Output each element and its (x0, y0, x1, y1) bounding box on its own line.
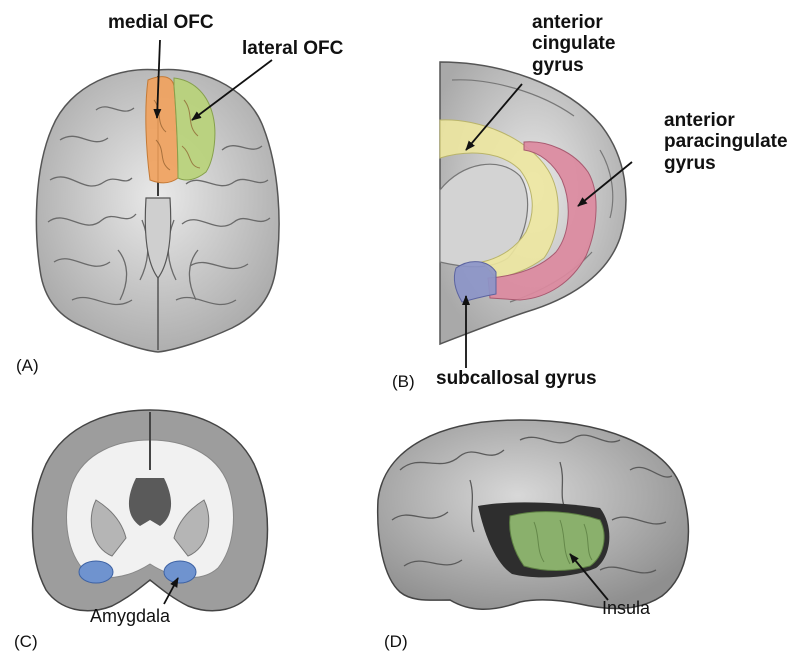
lateral-ofc-label: lateral OFC (242, 38, 343, 59)
ventricles (129, 478, 171, 526)
anterior-paracingulate-label: anterior paracingulate gyrus (664, 110, 788, 174)
subcallosal-label: subcallosal gyrus (436, 368, 597, 389)
panel-c-tag: (C) (14, 632, 38, 651)
medial-ofc-label: medial OFC (108, 12, 214, 33)
panel-a-tag: (A) (16, 356, 39, 375)
panel-d-lateral-brain (378, 420, 689, 609)
left-amygdala-region (79, 561, 113, 583)
panel-a-ventral-brain (36, 40, 279, 352)
panel-b-medial-brain (440, 62, 632, 368)
medial-ofc-region (146, 77, 178, 183)
panel-d-tag: (D) (384, 632, 408, 651)
panel-c-coronal-slice (33, 410, 268, 611)
insula-label: Insula (602, 598, 650, 618)
right-amygdala-region (164, 561, 196, 583)
anterior-cingulate-label: anterior cingulate gyrus (532, 12, 615, 76)
insula-region (510, 512, 604, 571)
panel-b-tag: (B) (392, 372, 415, 391)
amygdala-label: Amygdala (90, 606, 170, 626)
